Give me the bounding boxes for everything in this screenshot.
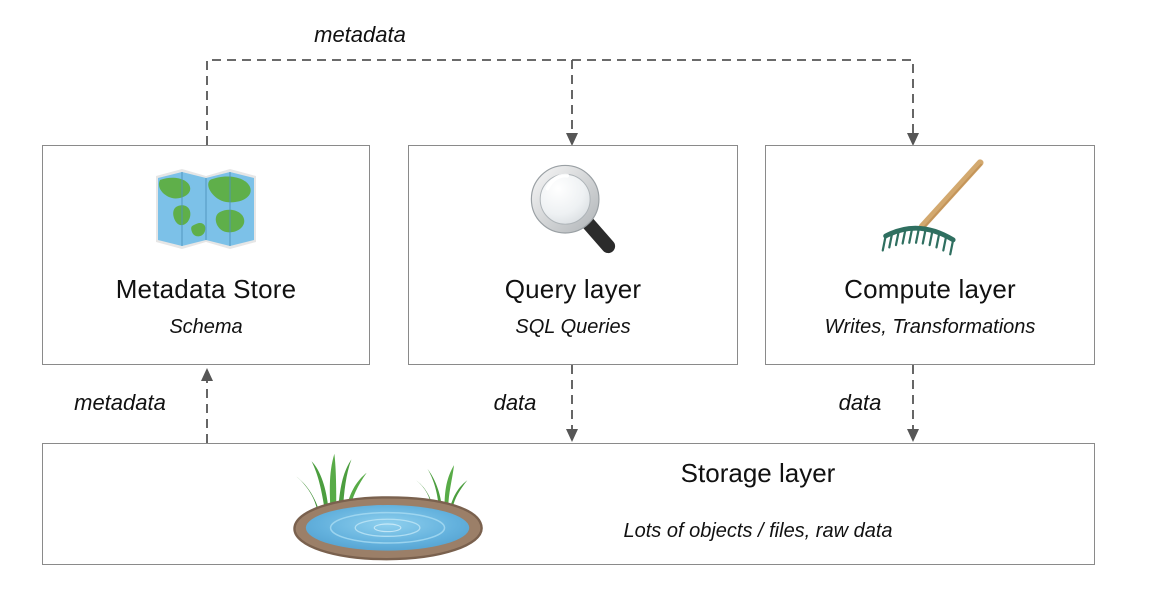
world-map-icon (43, 154, 369, 264)
arrowhead-into-metadata-store (201, 368, 213, 381)
arrowhead-query-into-storage (566, 429, 578, 442)
metadata-store-subtitle: Schema (169, 316, 243, 338)
arrowhead-into-query-layer (566, 133, 578, 146)
rake-icon (766, 154, 1094, 264)
arrowhead-compute-into-storage (907, 429, 919, 442)
data-edge-label-compute: data (838, 390, 882, 415)
arrowhead-into-compute-layer (907, 133, 919, 146)
pond-icon (286, 448, 491, 562)
storage-layer-box: Storage layer Lots of objects / files, r… (42, 443, 1095, 565)
metadata-store-box: Metadata Store Schema (42, 145, 370, 365)
compute-layer-box: Compute layer Writes, Transformations (765, 145, 1095, 365)
magnifying-glass-icon (409, 154, 737, 264)
query-layer-subtitle: SQL Queries (515, 316, 631, 338)
compute-layer-title: Compute layer (844, 274, 1016, 304)
data-edge-label-query: data (493, 390, 537, 415)
metadata-edge-label-left: metadata (74, 390, 166, 415)
compute-layer-subtitle: Writes, Transformations (824, 316, 1036, 338)
metadata-edge-label-top: metadata (314, 22, 406, 47)
query-layer-title: Query layer (504, 274, 642, 304)
metadata-store-title: Metadata Store (115, 274, 297, 304)
storage-layer-title: Storage layer (680, 458, 836, 488)
storage-layer-subtitle: Lots of objects / files, raw data (623, 520, 893, 542)
metadata-flow-line (206, 59, 914, 145)
query-layer-box: Query layer SQL Queries (408, 145, 738, 365)
